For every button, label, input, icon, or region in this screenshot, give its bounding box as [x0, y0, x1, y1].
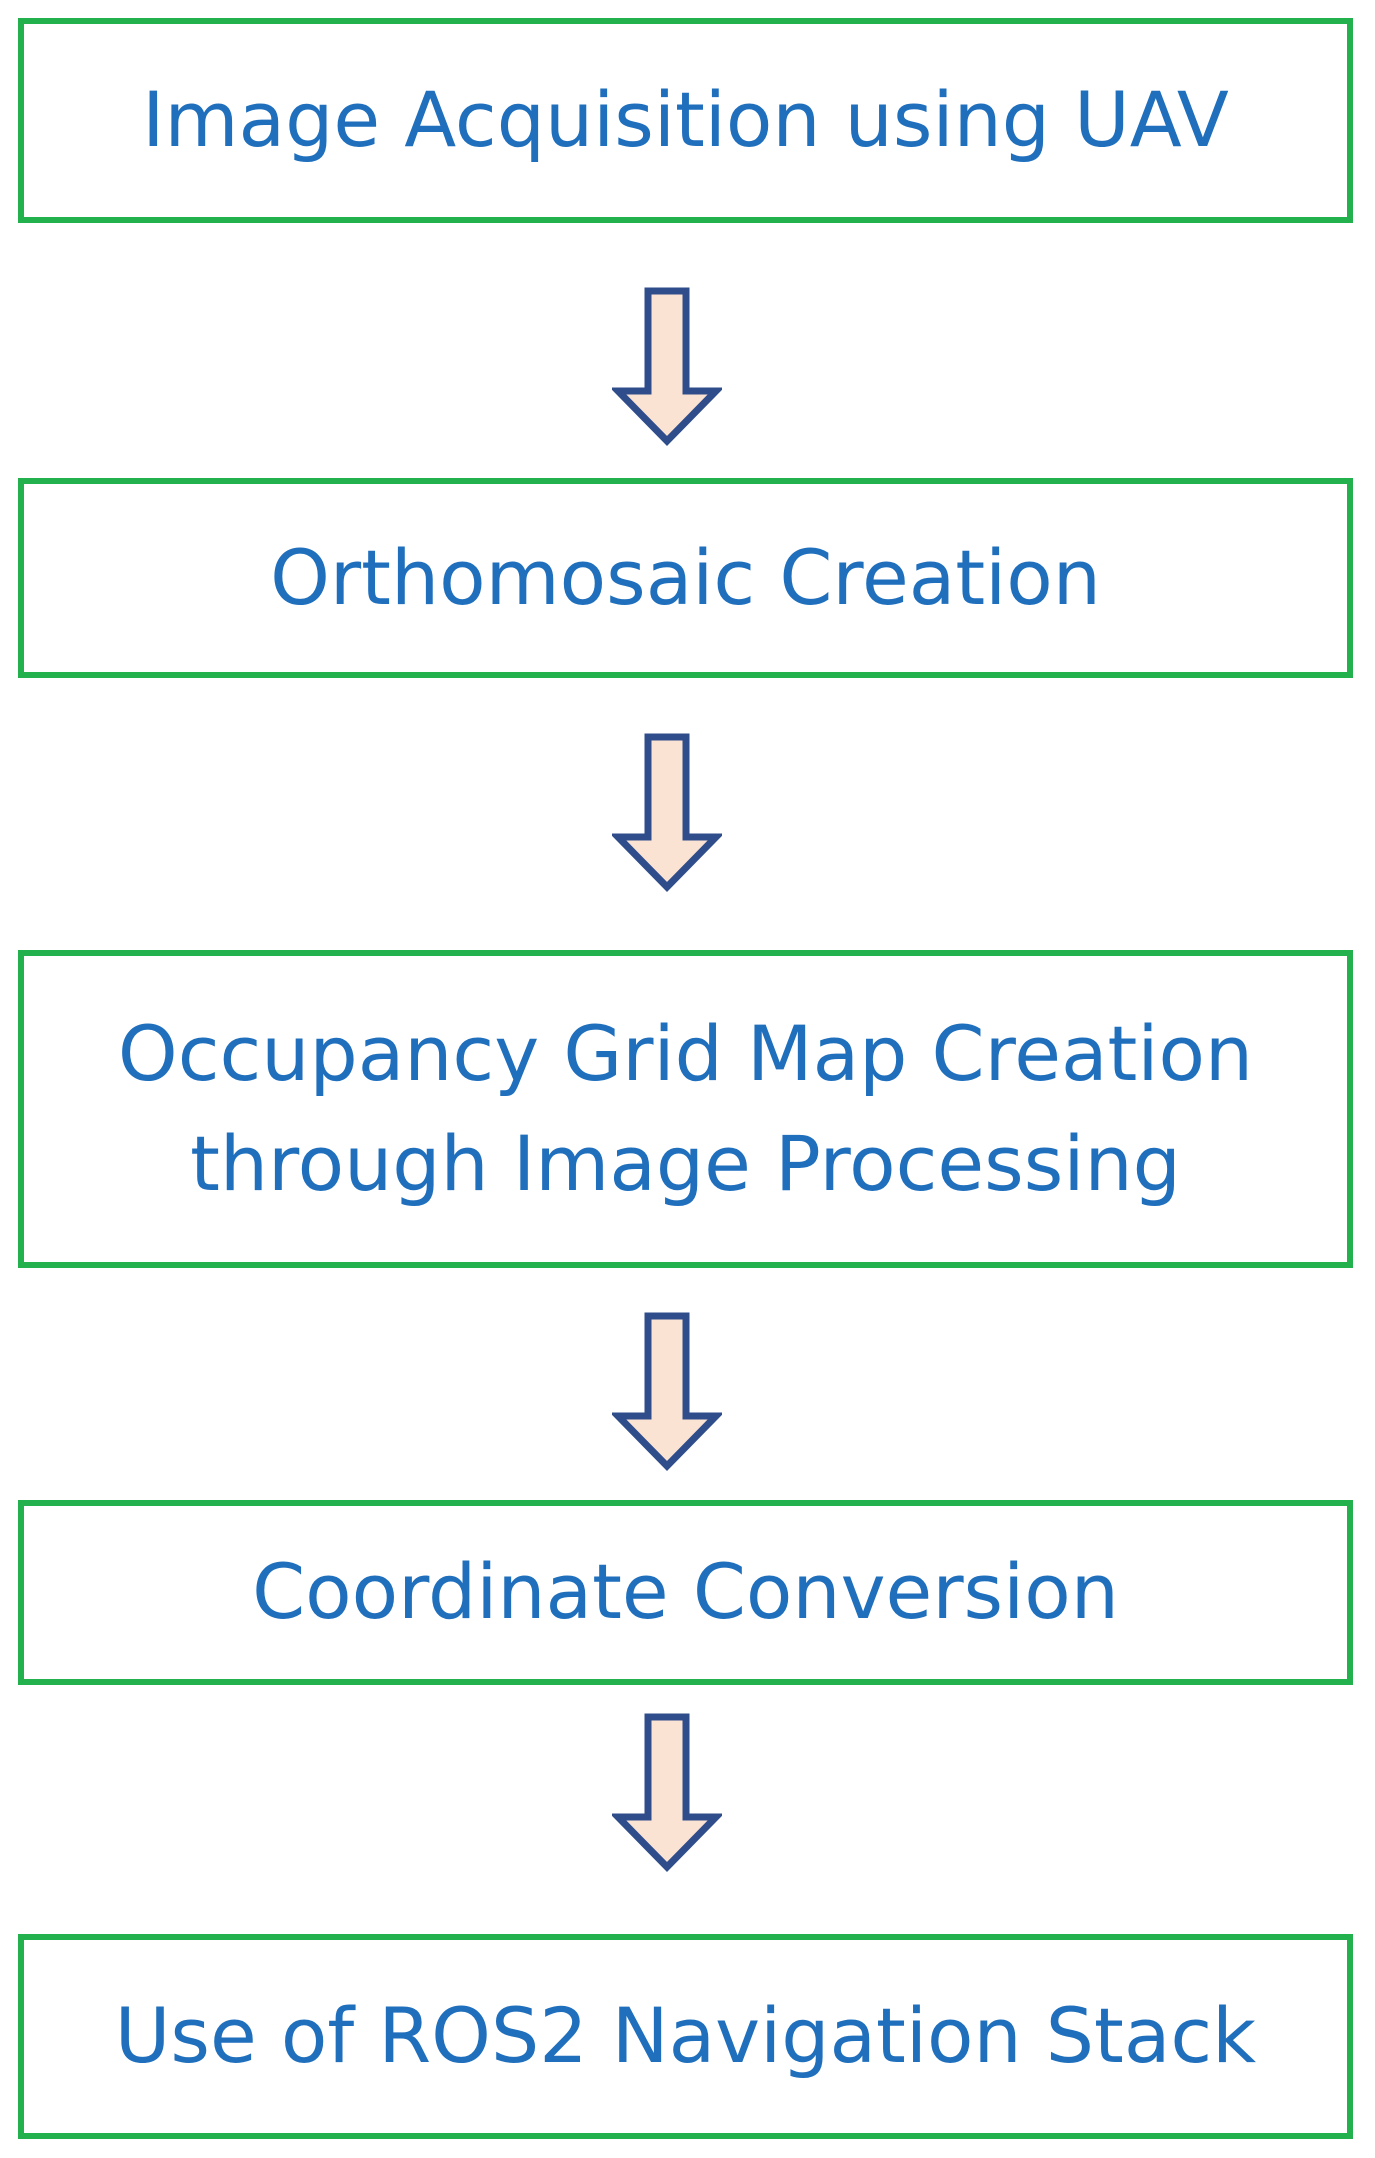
down-arrow-icon: [612, 1312, 722, 1472]
step-image-acquisition: Image Acquisition using UAV: [18, 18, 1353, 223]
step-ros2-navigation: Use of ROS2 Navigation Stack: [18, 1934, 1353, 2139]
down-arrow-icon: [612, 1713, 722, 1873]
step-occupancy-grid-map: Occupancy Grid Map Creation through Imag…: [18, 950, 1353, 1268]
step-label: Orthomosaic Creation: [270, 532, 1101, 622]
step-label: Coordinate Conversion: [252, 1547, 1119, 1637]
step-orthomosaic-creation: Orthomosaic Creation: [18, 478, 1353, 678]
step-label-line-1: Occupancy Grid Map Creation: [117, 1008, 1254, 1098]
step-coordinate-conversion: Coordinate Conversion: [18, 1500, 1353, 1685]
down-arrow-icon: [612, 287, 722, 447]
step-label: Use of ROS2 Navigation Stack: [114, 1991, 1257, 2081]
step-label: Image Acquisition using UAV: [142, 75, 1229, 165]
step-label-line-2: through Image Processing: [190, 1119, 1181, 1208]
down-arrow-icon: [612, 733, 722, 893]
